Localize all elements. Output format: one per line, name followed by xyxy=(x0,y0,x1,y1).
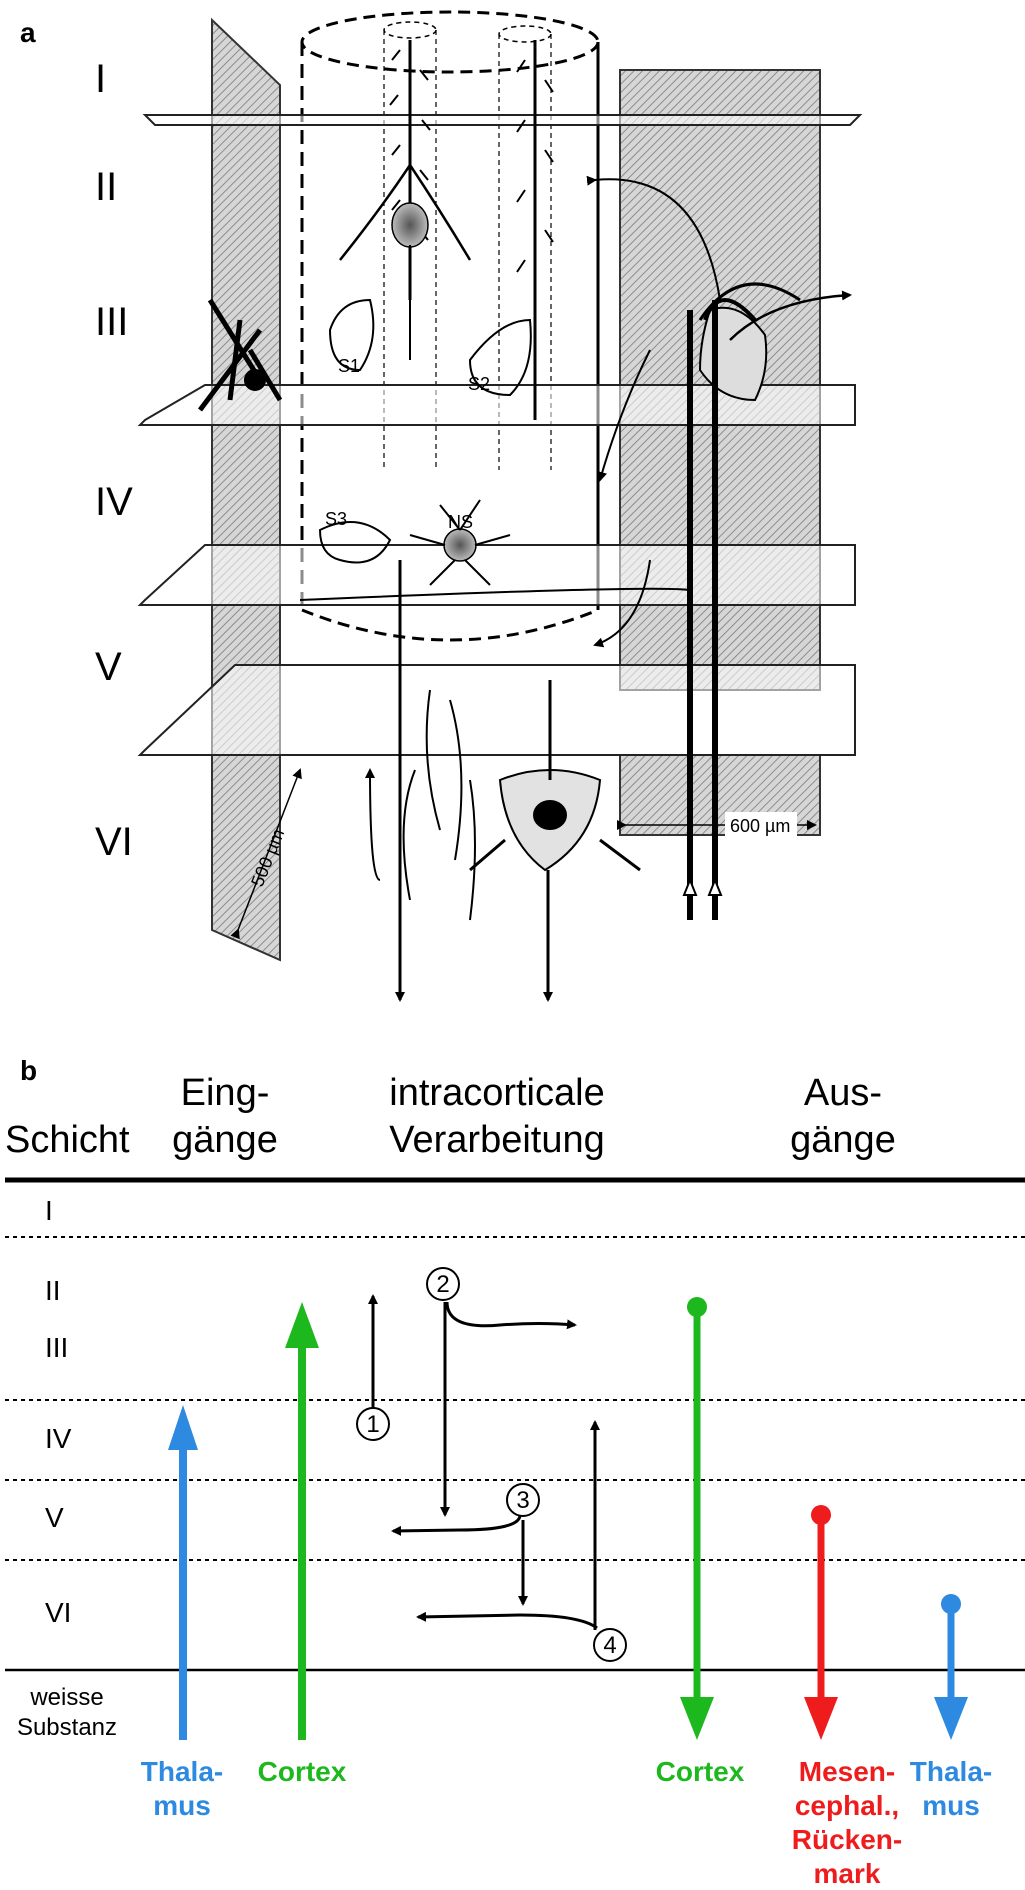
header-intracortical-2: Verarbeitung xyxy=(389,1119,605,1161)
panel-b: b Schicht Eing- gänge intracorticale Ver… xyxy=(5,1055,1025,1889)
output-mesencephal-label-3: Rücken- xyxy=(792,1824,902,1855)
layer-dividers xyxy=(5,1236,1025,1561)
plane-3 xyxy=(137,544,856,606)
panel-b-headers: Schicht Eing- gänge intracorticale Verar… xyxy=(5,1072,896,1161)
plane-4 xyxy=(137,664,856,756)
arrow-step-2-right xyxy=(445,1301,577,1330)
neuron-s3-label: S3 xyxy=(325,509,347,529)
panel-a-layer-labels: I II III IV V VI xyxy=(95,57,133,864)
b-layer-V: V xyxy=(45,1502,64,1533)
svg-text:3: 3 xyxy=(516,1487,529,1514)
plane-1 xyxy=(142,114,863,126)
svg-text:2: 2 xyxy=(436,1271,449,1298)
cortical-column-cylinder xyxy=(300,10,600,642)
header-eingaenge-2: gänge xyxy=(172,1119,278,1161)
neuron-ns-label: NS xyxy=(448,512,473,532)
input-thalamus-label-1: Thala- xyxy=(141,1756,223,1787)
svg-text:1: 1 xyxy=(366,1411,379,1438)
svg-text:4: 4 xyxy=(603,1632,616,1659)
a-layer-VI: VI xyxy=(95,820,133,864)
bottom-labels: Thala- mus Cortex Cortex Mesen- cephal.,… xyxy=(141,1756,992,1889)
a-layer-V: V xyxy=(95,645,122,689)
neuron-drawings: S1 S2 S3 NS xyxy=(198,40,852,1002)
left-hatched-slab xyxy=(211,17,281,962)
input-thalamus-arrow xyxy=(168,1405,198,1740)
a-layer-II: II xyxy=(95,165,117,209)
b-layer-I: I xyxy=(45,1195,53,1226)
output-thalamus-arrow xyxy=(934,1594,968,1740)
output-mesencephalon-arrow xyxy=(804,1505,838,1740)
header-ausgaenge-2: gänge xyxy=(790,1119,896,1161)
output-mesencephal-label-2: cephal., xyxy=(795,1790,899,1821)
panel-b-layer-labels: I II III IV V VI xyxy=(45,1195,72,1628)
panel-a: a xyxy=(20,10,863,1002)
intracortical-arrows xyxy=(368,1294,600,1630)
scale-bar-right: 600 µm xyxy=(617,812,817,836)
output-cortex-arrow xyxy=(680,1297,714,1740)
white-matter-line-1: weisse xyxy=(29,1684,103,1711)
panel-a-label: a xyxy=(20,17,36,48)
neuron-s1-label: S1 xyxy=(338,356,360,376)
arrow-step-4-left xyxy=(416,1611,598,1630)
neuron-s2-label: S2 xyxy=(468,374,490,394)
white-matter-line-2: Substanz xyxy=(17,1714,117,1741)
step-4: 4 xyxy=(593,1628,627,1662)
a-layer-I: I xyxy=(95,57,106,101)
header-schicht: Schicht xyxy=(5,1119,130,1161)
input-cortex-label: Cortex xyxy=(258,1756,347,1787)
arrow-step-3-left xyxy=(391,1514,522,1536)
input-cortex-arrow xyxy=(285,1302,319,1740)
step-2: 2 xyxy=(426,1267,460,1301)
scale-right-label: 600 µm xyxy=(730,816,790,836)
output-mesencephal-label-1: Mesen- xyxy=(799,1756,895,1787)
step-3: 3 xyxy=(506,1483,540,1517)
output-thalamus-label-2: mus xyxy=(922,1790,980,1821)
output-mesencephal-label-4: mark xyxy=(814,1858,881,1889)
output-thalamus-label-1: Thala- xyxy=(910,1756,992,1787)
a-layer-IV: IV xyxy=(95,480,133,524)
header-ausgaenge-1: Aus- xyxy=(804,1072,882,1114)
b-layer-II: II xyxy=(45,1275,61,1306)
output-cortex-label: Cortex xyxy=(656,1756,745,1787)
white-matter-label: weisse Substanz xyxy=(17,1684,117,1741)
b-layer-VI: VI xyxy=(45,1597,71,1628)
plane-2 xyxy=(137,384,856,426)
step-markers: 1 2 3 4 xyxy=(356,1267,627,1662)
input-thalamus-label-2: mus xyxy=(153,1790,211,1821)
panel-b-label: b xyxy=(20,1055,37,1086)
step-1: 1 xyxy=(356,1407,390,1441)
b-layer-IV: IV xyxy=(45,1423,72,1454)
header-eingaenge-1: Eing- xyxy=(181,1072,270,1114)
header-intracortical-1: intracorticale xyxy=(389,1072,604,1114)
a-layer-III: III xyxy=(95,300,128,344)
b-layer-III: III xyxy=(45,1332,68,1363)
